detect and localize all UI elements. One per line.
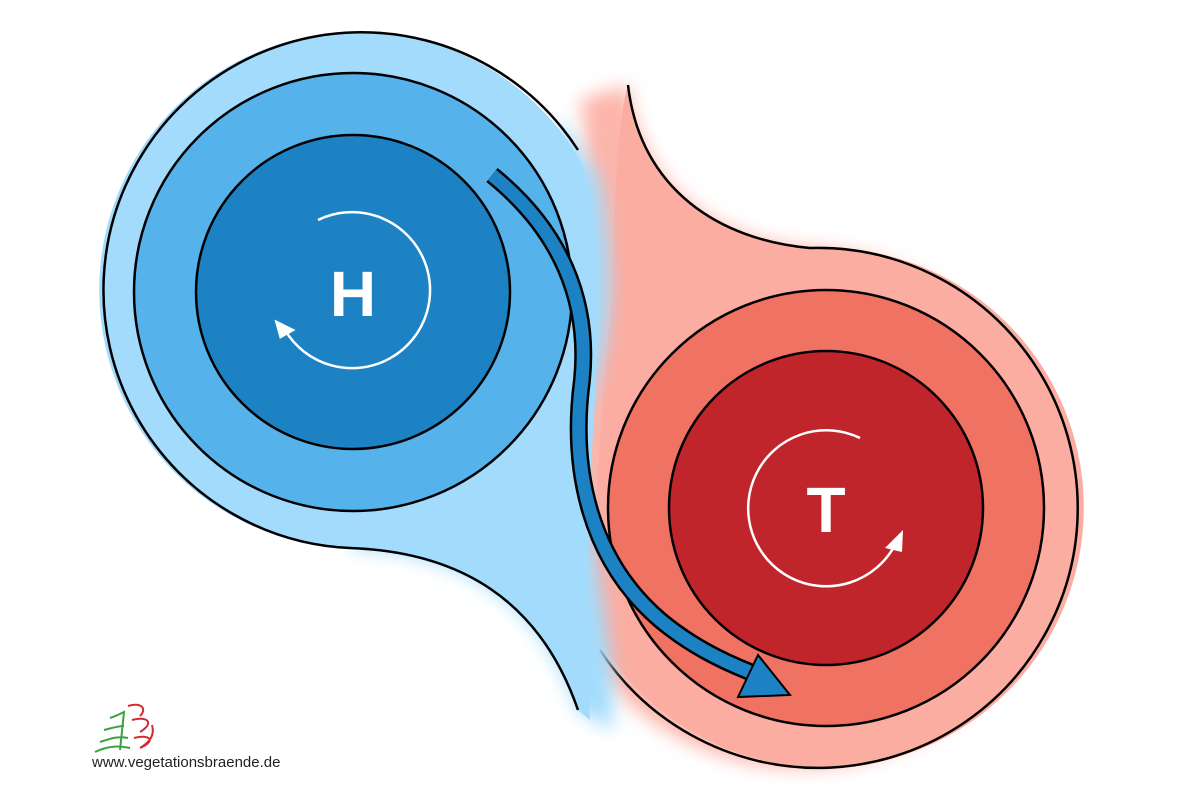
logo-icon bbox=[94, 703, 154, 753]
low-label: T bbox=[806, 474, 845, 546]
low-pressure-system bbox=[547, 84, 1084, 770]
high-pressure-system bbox=[99, 31, 613, 730]
high-label: H bbox=[330, 258, 376, 330]
high-rotation-arrow-icon bbox=[283, 210, 432, 370]
low-inner-zone bbox=[667, 349, 985, 667]
website-link[interactable]: www.vegetationsbraende.de bbox=[92, 754, 281, 771]
airflow-arrow-icon bbox=[486, 168, 793, 699]
high-inner-zone bbox=[194, 133, 512, 451]
low-rotation-arrow-icon bbox=[746, 429, 897, 588]
